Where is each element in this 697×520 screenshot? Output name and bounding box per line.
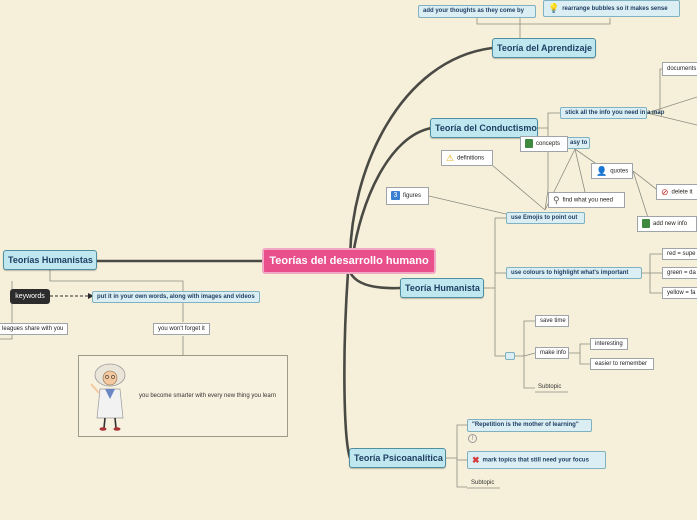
documents-node[interactable]: documents (662, 62, 697, 76)
save-time-node[interactable]: save time (535, 315, 569, 327)
concepts-label: concepts (536, 141, 561, 147)
branch-conductismo (350, 126, 433, 263)
scientist-illustration (90, 363, 126, 431)
no-entry-icon: ⊘ (661, 187, 669, 197)
mark-topics-label: mark topics that still need your focus (482, 457, 589, 464)
find-label: find what you need (562, 197, 613, 204)
red-node[interactable]: red = supe (662, 248, 697, 260)
definitions-node[interactable]: ⚠definitions (441, 150, 493, 166)
topic-psicoanalitica[interactable]: Teoría Psicoanalítica (349, 448, 446, 468)
delete-node[interactable]: ⊘delete it (656, 184, 697, 200)
book-green-icon (642, 218, 650, 228)
emojis-node[interactable]: use Emojis to point out (506, 212, 585, 224)
mark-topics-node[interactable]: ✖mark topics that still need your focus (467, 451, 606, 469)
figures-label: figures (403, 193, 422, 199)
easy-to-node[interactable]: asy to (565, 137, 590, 149)
central-topic[interactable]: Teorías del desarrollo humano (262, 248, 436, 274)
delete-label: delete it (671, 189, 693, 196)
topic-conductismo[interactable]: Teoría del Conductismo (430, 118, 538, 138)
rearrange-label: rearrange bubbles so it makes sense (562, 6, 668, 13)
own-words-node[interactable]: put it in your own words, along with ima… (92, 291, 260, 303)
magnifier-icon: ⚲ (553, 195, 560, 205)
easier-node[interactable]: easier to remember (590, 358, 654, 370)
add-new-node[interactable]: add new info (637, 216, 697, 232)
book-icon (525, 138, 533, 148)
person-icon: 👤 (596, 166, 608, 176)
lightbulb-icon: 💡 (548, 3, 560, 13)
quotes-node[interactable]: 👤quotes (591, 163, 633, 179)
concepts-node[interactable]: concepts (520, 136, 568, 152)
thoughts-node[interactable]: add your thoughts as they come by (418, 5, 536, 18)
branch-aprendizaje (348, 46, 493, 263)
make-info-node[interactable]: make info (535, 347, 569, 359)
yellow-node[interactable]: yellow = fa (662, 287, 697, 299)
green-node[interactable]: green = da (662, 267, 697, 279)
add-new-label: add new info (653, 221, 688, 227)
number-three-icon: 3 (391, 190, 400, 200)
topic-teorias-humanistas[interactable]: Teorías Humanistas (3, 250, 97, 270)
colleagues-node[interactable]: leagues share with you (0, 323, 69, 335)
keywords-label[interactable]: keywords (10, 289, 50, 304)
smarter-text: you become smarter with every new thing … (139, 393, 277, 399)
quotes-label: quotes (610, 168, 629, 175)
interesting-node[interactable]: interesting (590, 338, 628, 350)
warning-icon: ⚠ (446, 153, 455, 163)
branch-humanista (348, 271, 401, 290)
colours-node[interactable]: use colours to highlight what's importan… (506, 267, 642, 279)
find-node[interactable]: ⚲find what you need (548, 192, 625, 208)
branch-psicoanalitica (343, 271, 352, 459)
small-empty-node[interactable] (505, 352, 515, 360)
rearrange-node[interactable]: 💡rearrange bubbles so it makes sense (543, 0, 680, 17)
wont-forget-node[interactable]: you won't forget it (153, 323, 210, 335)
topic-humanista[interactable]: Teoría Humanista (400, 278, 484, 298)
subtopic-psicoanalitica[interactable]: Subtopic (471, 480, 495, 486)
red-x-icon: ✖ (472, 455, 480, 465)
subtopic-humanista[interactable]: Subtopic (538, 384, 562, 390)
stick-node[interactable]: stick all the info you need in a map (560, 107, 664, 119)
topic-aprendizaje[interactable]: Teoría del Aprendizaje (492, 38, 596, 58)
definitions-label: definitions (457, 155, 485, 162)
repetition-node[interactable]: "Repetition is the mother of learning" (467, 419, 592, 432)
scientist-card[interactable]: you become smarter with every new thing … (78, 355, 288, 437)
exclamation-icon: ! (468, 434, 477, 443)
